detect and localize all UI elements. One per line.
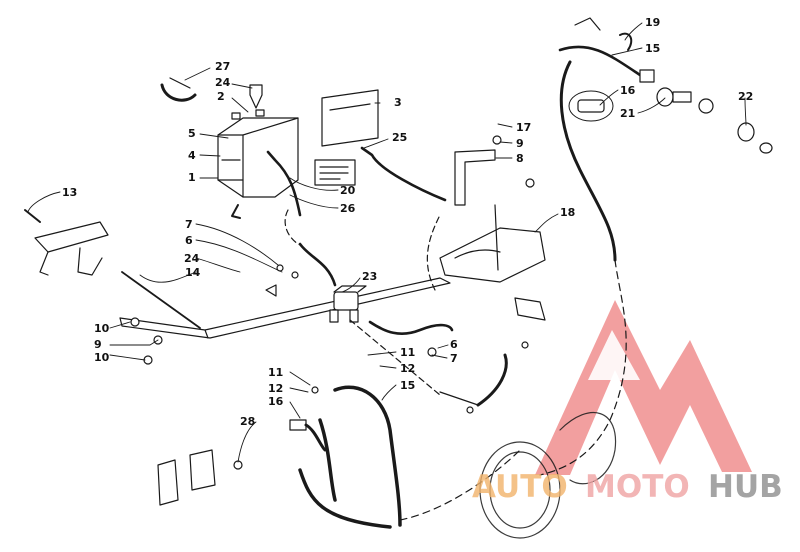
watermark-text: AUTO MOTO HUB xyxy=(472,469,783,505)
callout-c28: 28 xyxy=(240,415,255,428)
callout-c3: 3 xyxy=(394,96,402,109)
battery-strap xyxy=(160,83,197,102)
callout-c27: 27 xyxy=(215,60,230,73)
callout-c9a: 9 xyxy=(94,338,102,351)
callout-c16b: 16 xyxy=(620,84,636,97)
watermark-logo xyxy=(535,300,752,475)
callout-c26: 26 xyxy=(340,202,356,215)
callout-c6a: 6 xyxy=(185,234,193,247)
callout-c16a: 16 xyxy=(268,395,284,408)
callout-c12a: 12 xyxy=(268,382,283,395)
callout-c9b: 9 xyxy=(516,137,524,150)
callout-c10b: 10 xyxy=(94,351,110,364)
callout-c4: 4 xyxy=(188,149,196,162)
watermark-hub: HUB xyxy=(708,469,783,505)
callout-c11b: 11 xyxy=(400,346,415,359)
callout-c7a: 7 xyxy=(185,218,193,231)
watermark-auto: AUTO xyxy=(472,469,568,505)
callout-c20: 20 xyxy=(340,184,356,197)
callout-c2: 2 xyxy=(217,90,225,103)
frame-rail xyxy=(119,277,451,339)
battery xyxy=(217,109,299,198)
starter-solenoid xyxy=(329,285,367,323)
callout-c24a: 24 xyxy=(215,76,231,89)
callout-c12b: 12 xyxy=(400,362,415,375)
watermark-moto: MOTO xyxy=(585,469,690,505)
callout-c10a: 10 xyxy=(94,322,110,335)
callout-c5: 5 xyxy=(188,127,196,140)
callout-c11a: 11 xyxy=(268,366,283,379)
callout-c14: 14 xyxy=(185,266,201,279)
callout-c7b: 7 xyxy=(450,352,458,365)
callout-c18: 18 xyxy=(560,206,575,219)
callout-c8: 8 xyxy=(516,152,524,165)
wheel-hub xyxy=(479,412,617,539)
callout-c13: 13 xyxy=(62,186,77,199)
callout-c23: 23 xyxy=(362,270,377,283)
callout-c6b: 6 xyxy=(450,338,458,351)
callout-c22: 22 xyxy=(738,90,753,103)
callout-c1: 1 xyxy=(188,171,196,184)
callout-c15a: 15 xyxy=(400,379,415,392)
callout-c17: 17 xyxy=(516,121,531,134)
electrical-bracket xyxy=(439,149,546,321)
callout-c15b: 15 xyxy=(645,42,660,55)
callout-c19: 19 xyxy=(645,16,660,29)
callout-c25: 25 xyxy=(392,131,407,144)
callout-c21: 21 xyxy=(620,107,635,120)
mount-bracket xyxy=(24,209,109,276)
callout-c24b: 24 xyxy=(184,252,200,265)
